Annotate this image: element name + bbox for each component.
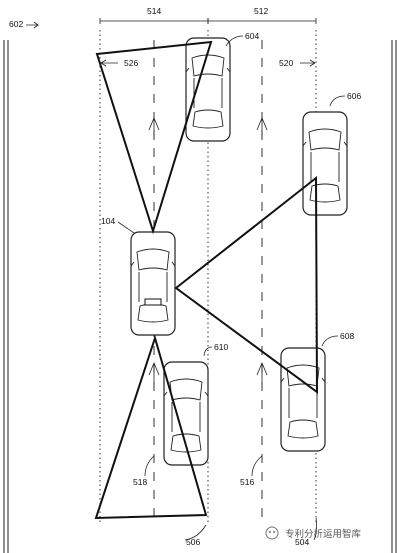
leader-518	[144, 455, 155, 477]
leader-104	[117, 221, 135, 234]
leader-608	[321, 335, 339, 347]
label-608: 608	[340, 331, 354, 341]
lane-arrow-icon	[148, 116, 160, 140]
label-606: 606	[347, 91, 361, 101]
leader-520	[300, 59, 316, 67]
leader-504	[313, 517, 318, 541]
watermark: 专利分析运用智库	[265, 526, 362, 540]
lane-arrow-icon	[148, 361, 160, 385]
sensor-field-rear	[94, 334, 208, 520]
sensor-field-front	[95, 40, 213, 235]
label-506: 506	[186, 537, 200, 547]
vehicle-606	[302, 111, 348, 216]
watermark-text: 专利分析运用智库	[285, 528, 362, 540]
leader-526	[100, 59, 118, 67]
watermark-icon-dot	[273, 531, 275, 533]
label-514: 514	[147, 6, 161, 16]
leader-604	[225, 35, 244, 47]
label-604: 604	[245, 31, 259, 41]
leader-606	[329, 95, 346, 107]
watermark-icon-dot	[269, 531, 271, 533]
vehicle-610	[163, 361, 209, 466]
leader-506	[184, 524, 207, 541]
lane-arrow-icon	[256, 116, 268, 140]
sensor-unit	[144, 298, 162, 306]
leader-610	[203, 346, 213, 357]
leader-516	[251, 455, 263, 477]
figure-label-602: 602	[9, 19, 23, 29]
sensor-field-right	[174, 175, 319, 394]
label-512: 512	[254, 6, 268, 16]
bracket-514	[99, 18, 209, 24]
label-104: 104	[101, 216, 115, 226]
watermark-icon	[265, 526, 279, 540]
label-526: 526	[124, 58, 138, 68]
label-520: 520	[279, 58, 293, 68]
label-610: 610	[214, 342, 228, 352]
bracket-512	[207, 18, 317, 24]
vehicle-104	[130, 231, 176, 336]
label-516: 516	[240, 477, 254, 487]
label-504: 504	[295, 537, 309, 547]
vehicle-608	[280, 347, 326, 452]
lane-arrow-icon	[256, 361, 268, 385]
label-518: 518	[133, 477, 147, 487]
leader-602	[26, 21, 40, 29]
